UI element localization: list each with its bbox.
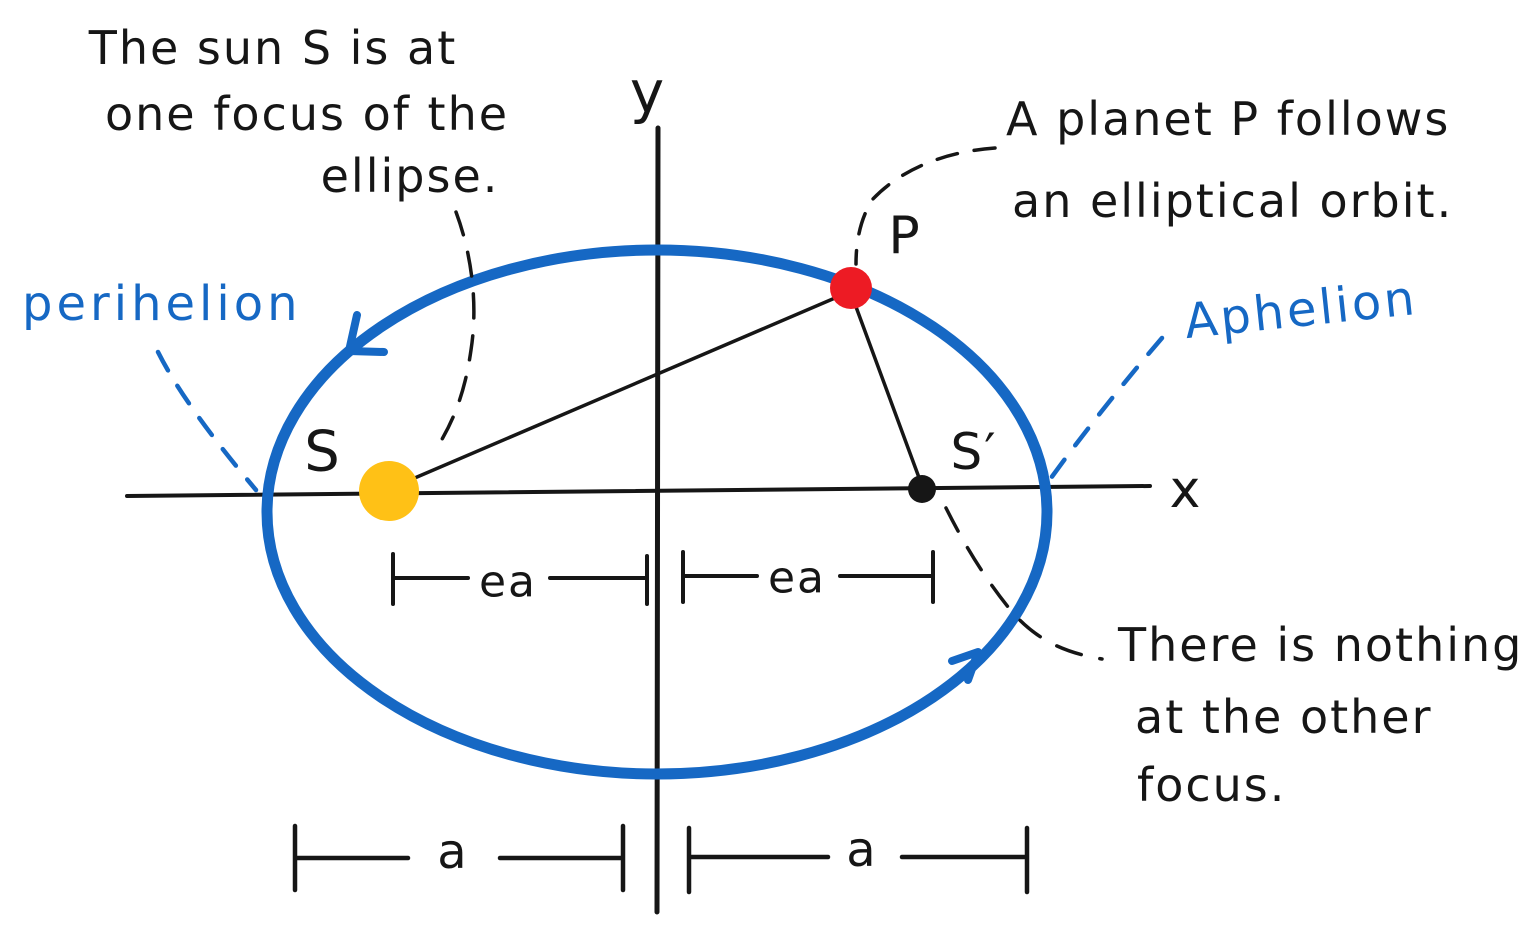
planet-note-line-1: A planet P follows: [1006, 92, 1451, 146]
nothing-note-line-2: at the other: [1135, 690, 1433, 744]
orbit-direction-arrow-lower-right-icon: [948, 648, 982, 684]
planet-note-line-2: an elliptical orbit.: [1012, 174, 1454, 228]
planet-empty-focus-line: [850, 294, 923, 485]
sun-note-pointer-dashed-line: [436, 210, 476, 448]
aphelion-pointer-dashed-line: [1048, 335, 1165, 481]
y-axis-label: y: [629, 58, 667, 126]
ea-distance-label-right: ea: [767, 552, 827, 604]
sun-planet-line: [394, 290, 851, 488]
nothing-note-pointer-dashed-line: [944, 506, 1104, 661]
perihelion-label: perihelion: [22, 276, 302, 332]
a-interval-marker-right: [686, 825, 1030, 895]
ea-interval-marker-left: [391, 552, 649, 606]
a-distance-label-left: a: [437, 824, 469, 880]
orbit-direction-arrow-upper-left-icon: [345, 311, 388, 356]
sun-note-line-2: one focus of the: [104, 87, 510, 141]
empty-focus-dot: [908, 475, 936, 503]
nothing-note-line-3: focus.: [1137, 758, 1287, 812]
planet-note-pointer-dashed-line: [854, 146, 997, 266]
ea-interval-marker-right: [681, 550, 935, 604]
perihelion-pointer-dashed-line: [155, 349, 259, 493]
planet-dot: [830, 267, 872, 309]
sun-note-line-1: The sun S is at: [88, 21, 458, 75]
ea-distance-label-left: ea: [478, 556, 538, 608]
sun-dot: [359, 461, 419, 521]
planet-label: P: [888, 206, 922, 266]
sun-label: S: [304, 419, 342, 485]
y-axis-line: [654, 125, 661, 915]
a-interval-marker-left: [292, 823, 626, 893]
x-axis-line: [125, 484, 1152, 498]
orbit-ellipse: [261, 244, 1053, 780]
nothing-note-line-1: There is nothing: [1118, 618, 1524, 672]
x-axis-label: x: [1169, 460, 1203, 520]
sun-note-line-3: ellipse.: [320, 149, 500, 203]
empty-focus-label: S′: [950, 423, 998, 481]
a-distance-label-right: a: [846, 822, 878, 878]
